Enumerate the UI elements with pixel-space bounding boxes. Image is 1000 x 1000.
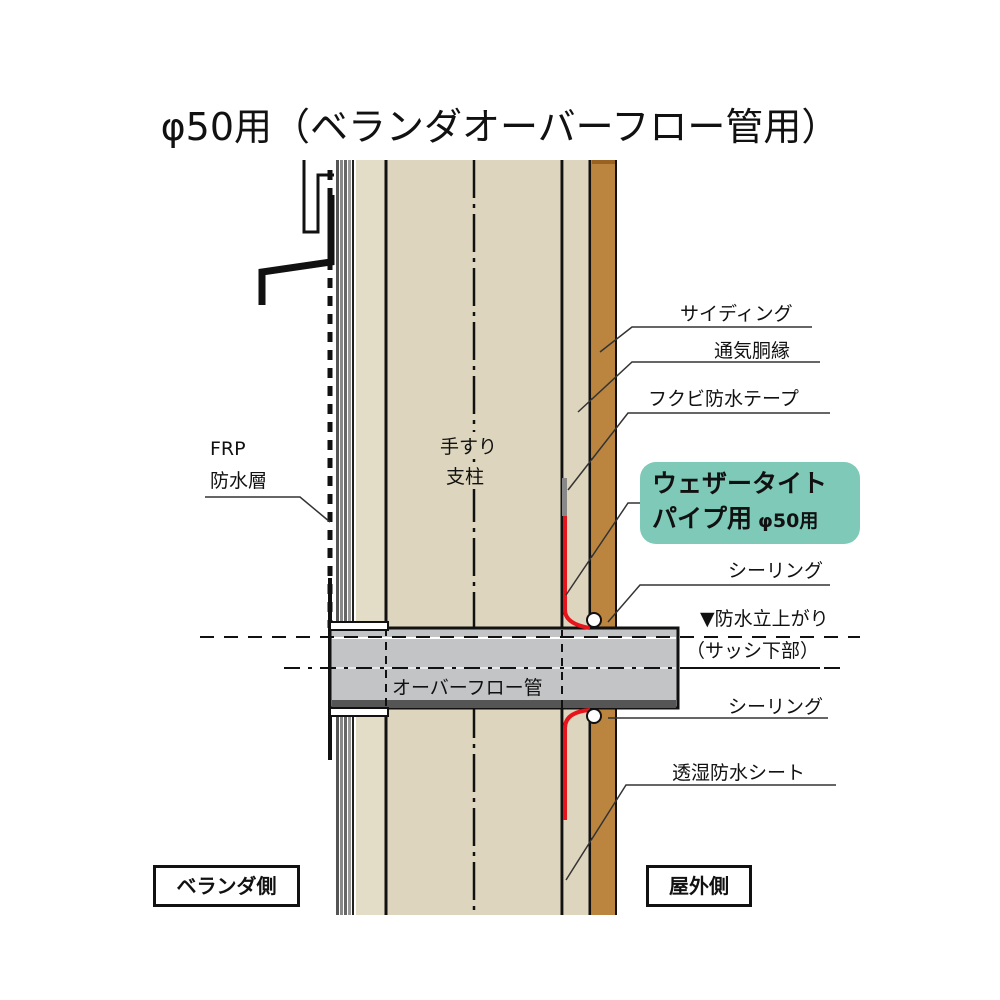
label-post-line2: 支柱 bbox=[446, 462, 485, 489]
handrail-bracket bbox=[302, 160, 334, 234]
sealing-bead-top bbox=[586, 612, 602, 628]
veranda-side-label: ベランダ側 bbox=[153, 865, 300, 907]
diagram-title: φ50用（ベランダオーバーフロー管用） bbox=[160, 105, 840, 149]
label-overflow-pipe: オーバーフロー管 bbox=[392, 673, 543, 700]
flashing-tape-top bbox=[563, 515, 591, 630]
label-frp-line1: FRP bbox=[210, 438, 246, 460]
exterior-side-label: 屋外側 bbox=[646, 865, 752, 907]
label-waterproof-rise: ▼防水立上がり bbox=[700, 608, 829, 630]
flashing-tape-bottom bbox=[563, 708, 591, 820]
label-frp-line2: 防水層 bbox=[210, 470, 268, 492]
callout-line1: ウェザータイト bbox=[652, 469, 828, 498]
frp-layer-strips bbox=[334, 160, 356, 915]
label-breathable-sheet: 透湿防水シート bbox=[672, 762, 806, 784]
sealing-bead-bottom bbox=[586, 708, 602, 724]
label-sealing-top: シーリング bbox=[728, 560, 824, 582]
label-sealing-bottom: シーリング bbox=[728, 696, 824, 718]
label-flashing-tape: フクビ防水テープ bbox=[648, 388, 799, 410]
callout-line2: パイプ用 bbox=[652, 504, 753, 533]
label-sash-bottom: （サッシ下部） bbox=[686, 640, 820, 662]
furring-strip bbox=[564, 160, 589, 915]
handrail-post-body bbox=[356, 160, 562, 915]
callout-size: φ50用 bbox=[758, 510, 819, 532]
label-siding: サイディング bbox=[680, 303, 793, 325]
label-furring: 通気胴縁 bbox=[714, 340, 791, 362]
label-post-line1: 手すり bbox=[440, 432, 498, 459]
